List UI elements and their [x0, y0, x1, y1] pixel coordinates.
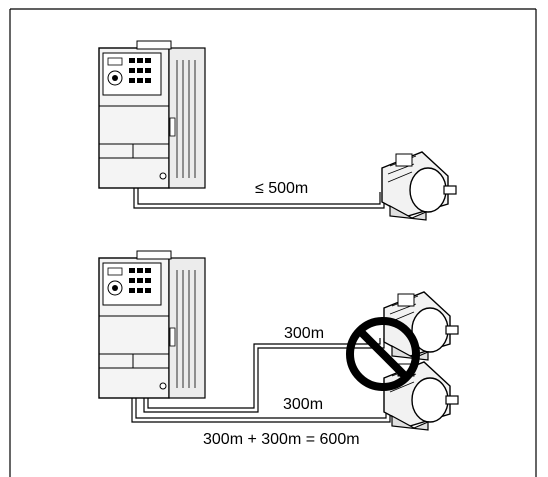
motor-icon [381, 151, 457, 221]
inverter-icon [98, 250, 206, 399]
total-cable-length-label: 300m + 300m = 600m [203, 431, 360, 448]
inverter-icon [98, 40, 206, 189]
upper-cable-length-label: 300m [284, 325, 324, 342]
lower-cable-length-label: 300m [283, 396, 323, 413]
motor-icon [383, 361, 459, 431]
prohibited-icon [346, 317, 420, 391]
top-cable-length-label: ≤ 500m [255, 180, 308, 197]
